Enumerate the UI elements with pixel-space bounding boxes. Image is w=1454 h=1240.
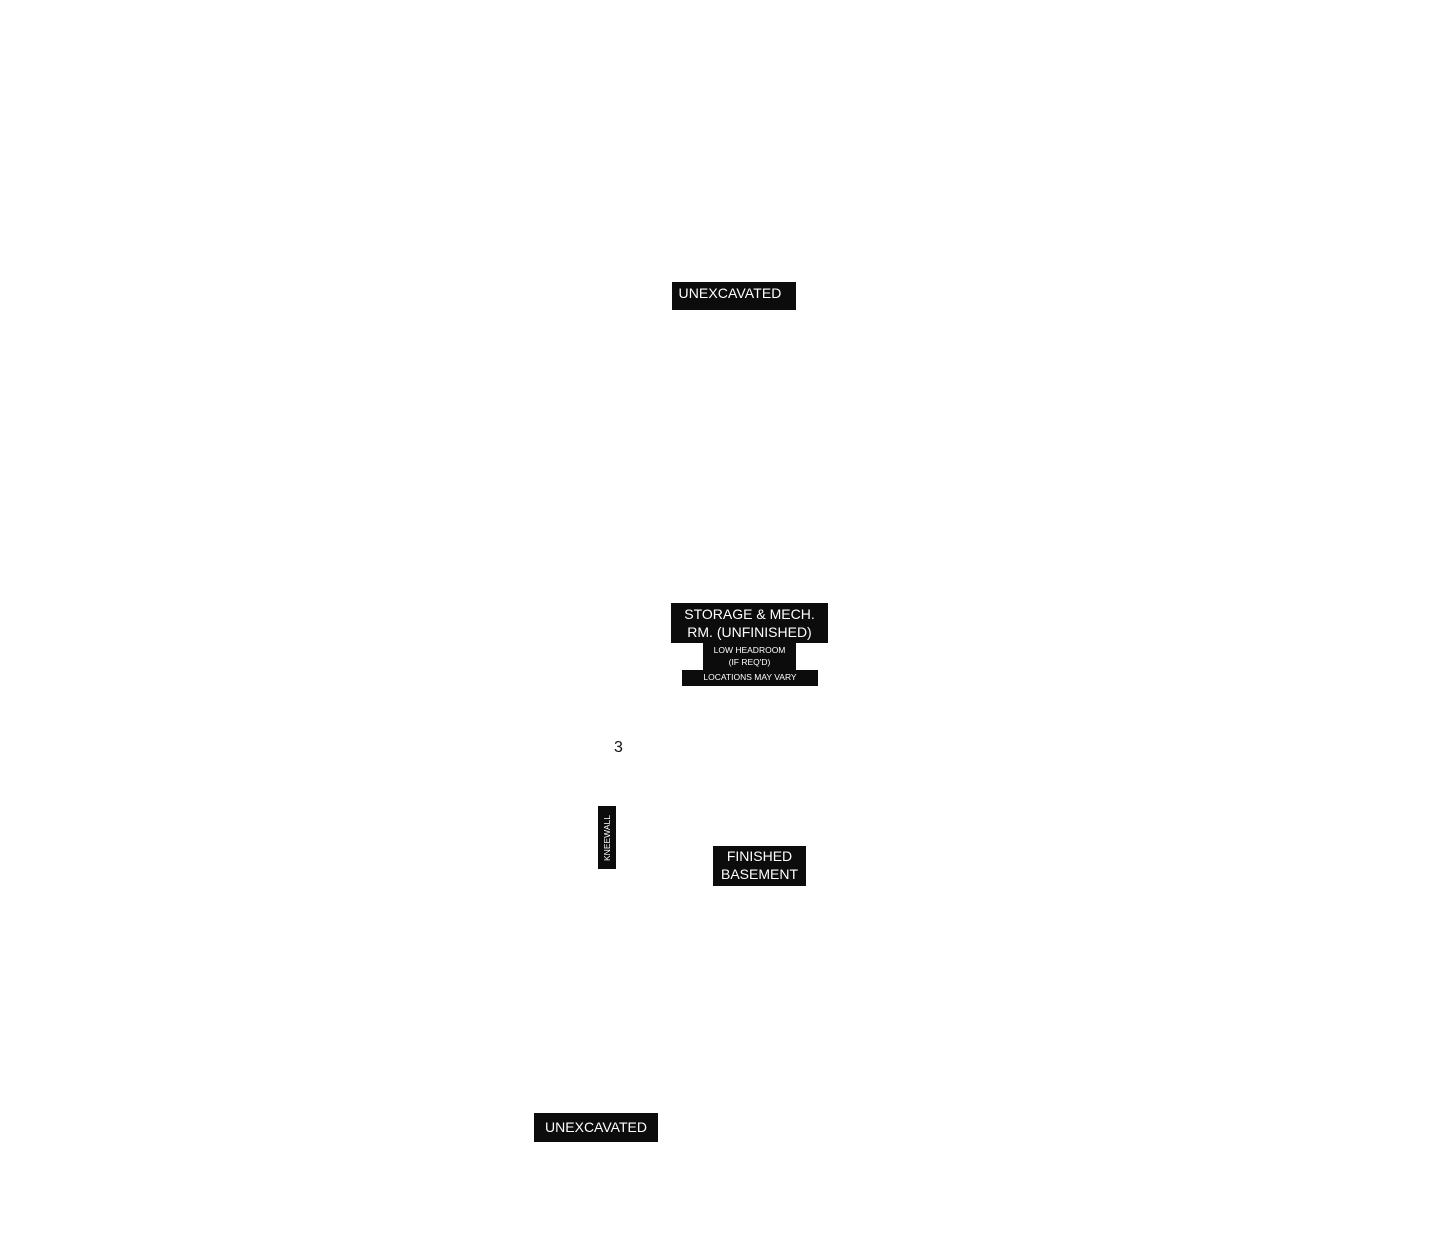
finished-basement-label: FINISHED BASEMENT xyxy=(713,846,806,886)
headroom-note-line1: LOW HEADROOM xyxy=(713,645,786,655)
unexcavated-bottom-text: UNEXCAVATED xyxy=(545,1119,647,1135)
unexcavated-bottom-label: UNEXCAVATED xyxy=(534,1113,658,1142)
storage-label-line2: RM. (UNFINISHED) xyxy=(687,624,812,640)
kneewall-text: KNEEWALL xyxy=(602,814,612,861)
storage-mech-room-label: STORAGE & MECH. RM. (UNFINISHED) xyxy=(671,603,828,643)
room-number: 3 xyxy=(614,739,623,756)
finished-label-line2: BASEMENT xyxy=(720,866,798,882)
storage-label-line1: STORAGE & MECH. xyxy=(684,606,815,622)
locations-may-vary-note: LOCATIONS MAY VARY xyxy=(682,670,818,686)
kneewall-label: KNEEWALL xyxy=(598,806,616,869)
unexcavated-top-label: UNEXCAVATED xyxy=(672,282,796,310)
locations-note-text: LOCATIONS MAY VARY xyxy=(703,672,797,682)
low-headroom-note: LOW HEADROOM (IF REQ'D) xyxy=(703,643,796,670)
finished-label-line1: FINISHED xyxy=(726,848,793,864)
headroom-note-line2: (IF REQ'D) xyxy=(728,657,771,667)
unexcavated-top-text: UNEXCAVATED xyxy=(678,285,782,301)
